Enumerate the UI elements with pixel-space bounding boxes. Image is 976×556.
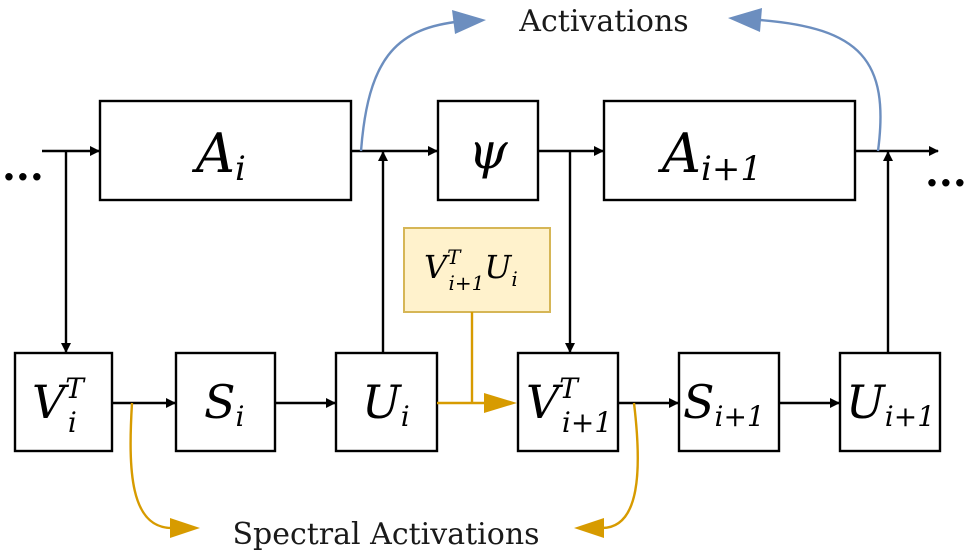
- label-psi: ψ: [468, 122, 508, 180]
- label-spectral-activations: Spectral Activations: [232, 517, 539, 552]
- block-u-i-plus-1: [838, 351, 942, 453]
- block-v-i-plus-1-t: [516, 351, 620, 453]
- ellipsis-right: ...: [925, 149, 967, 196]
- block-v-i-t: [13, 351, 114, 453]
- label-u-i: Ui: [362, 375, 410, 433]
- curve-spectral-right: [601, 402, 639, 530]
- arrowhead-spectral-left: [170, 518, 200, 538]
- block-s-i-plus-1: [677, 351, 781, 453]
- arrowhead-activations-right: [728, 8, 762, 32]
- block-a-i-plus-1: [602, 99, 857, 202]
- arrowhead-activations-left: [452, 10, 486, 34]
- curve-activations-right: [759, 18, 882, 152]
- curve-activations-left: [359, 20, 456, 152]
- label-s-i: Si: [204, 375, 244, 433]
- label-u-i-plus-1: Ui+1: [846, 375, 935, 433]
- ellipsis-left: ...: [2, 143, 44, 190]
- block-a-i: [98, 99, 353, 202]
- arrowhead-gold-projection: [484, 393, 517, 413]
- label-a-i-plus-1: Ai+1: [657, 122, 762, 189]
- label-s-i-plus-1: Si+1: [683, 375, 765, 433]
- projection-box: [403, 227, 551, 313]
- label-activations: Activations: [518, 4, 688, 39]
- curve-spectral-left: [129, 402, 173, 530]
- label-a-i: Ai: [191, 122, 246, 189]
- arrowhead-spectral-right: [574, 518, 604, 538]
